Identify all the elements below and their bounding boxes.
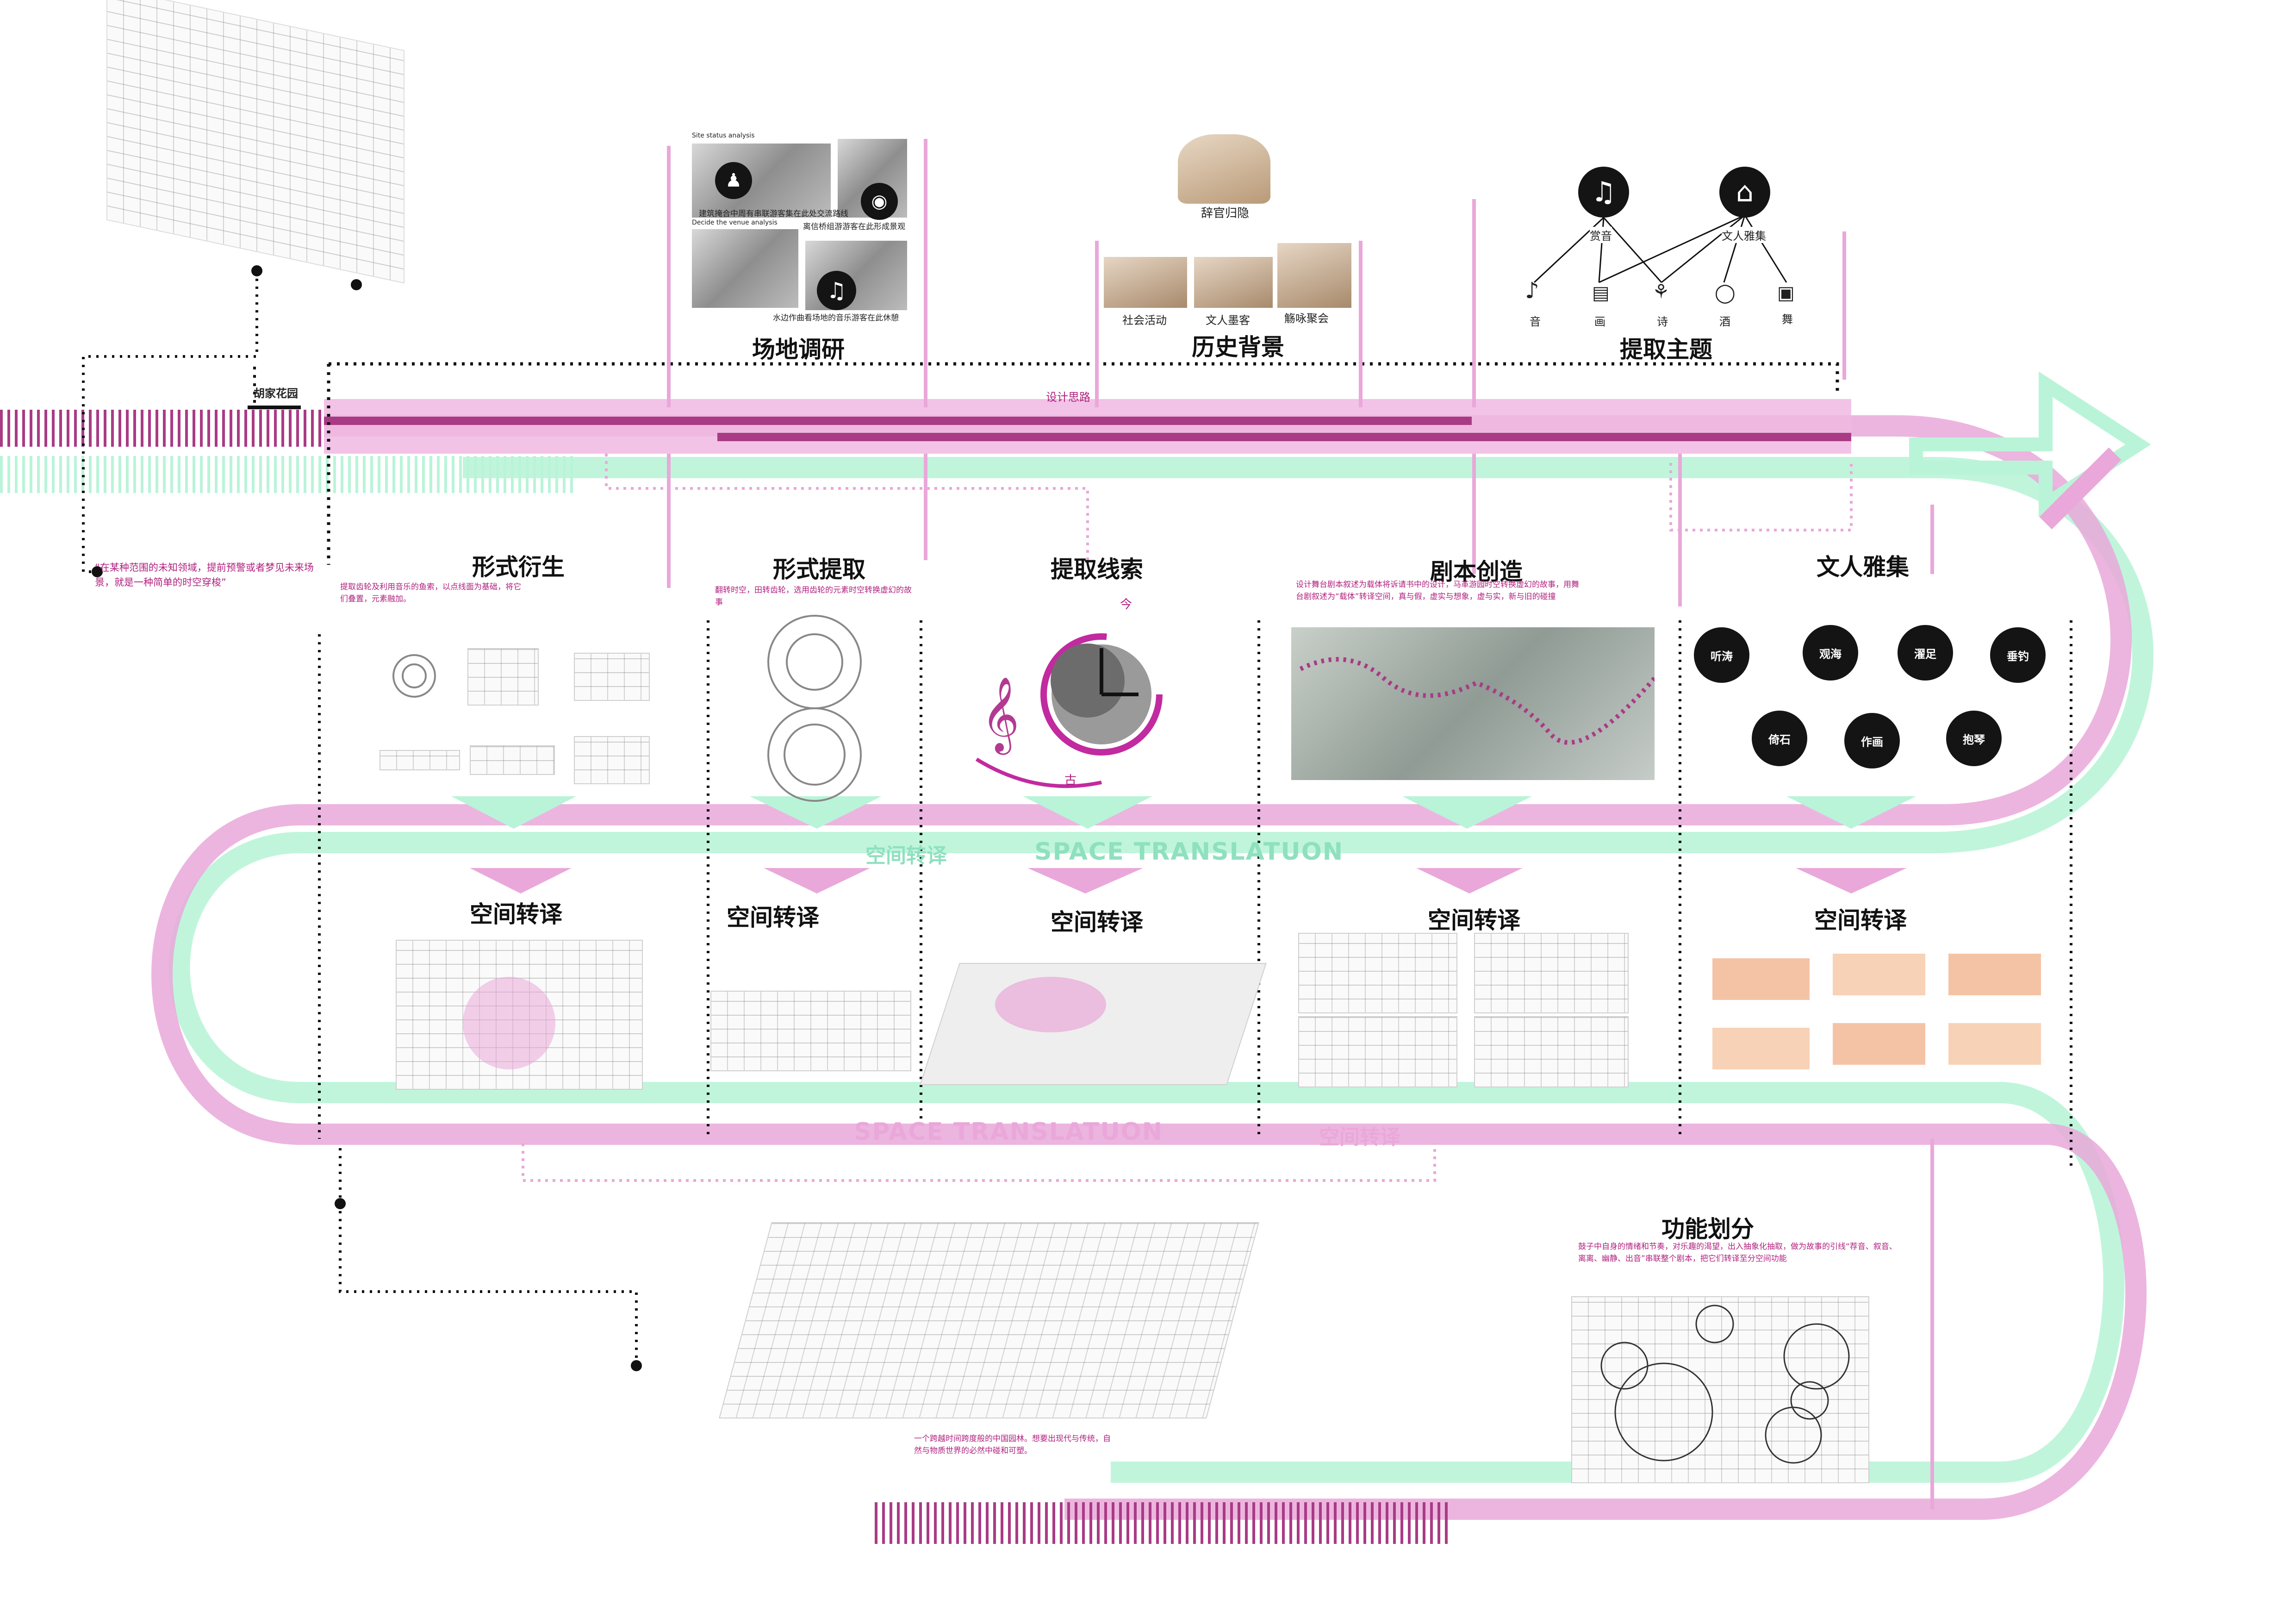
history-item-social: 社会活动 [1122,314,1167,327]
site-caption-en-1: Site status analysis [692,132,755,139]
barcode-magenta [0,410,321,447]
translation-axon-4c [1298,1016,1457,1087]
translation-plan-1-highlight [463,977,555,1069]
function-zones-overlay [1600,1305,1850,1464]
function-zoning-desc: 鼓子中自身的情绪和节奏，对乐趣的渴望，出入抽象化抽取，做为故事的引线“荐音、叙音… [1578,1242,1897,1263]
svg-text:𝄞: 𝄞 [981,676,1020,755]
site-caption-1: 建筑掩合中周有串联游客集在此处交流路线 [699,209,848,219]
activity-circle-3: 濯足 [1898,625,1953,681]
painting-leaf-icon: ▤ [1592,282,1610,304]
translation-axon-2 [710,991,911,1071]
translation-axon-3-highlight [995,977,1106,1032]
translation-axon-4d [1474,1016,1629,1087]
people-icon: ♟ [715,162,752,199]
stage-title-extract-theme: 提取主题 [1620,336,1712,363]
leaf-wine: 酒 [1719,315,1730,328]
script-scene-image [1291,627,1655,780]
pink-arrow-icon [2039,447,2122,530]
music-note-icon: ♫ [1578,167,1629,218]
scholar-label: 辞官归隐 [1201,206,1250,220]
activity-circle-2: 观海 [1803,625,1858,681]
clock-label-ancient: 古 [1064,774,1077,787]
clock-graphic: 𝄞 [975,633,1163,788]
scholar-figure-image [1178,134,1270,204]
master-plan-caption: 一个跨越时间跨度般的中国园林。想要出现代与传统，自然与物质世界的必然中碰和可塑。 [914,1434,1111,1455]
leaf-painting: 画 [1594,315,1605,328]
design-route-label: 设计思路 [1046,391,1090,404]
history-item-gathering: 觞咏聚会 [1284,312,1329,325]
translation-title-3: 空间转译 [1051,909,1143,936]
activity-circle-5: 倚石 [1752,711,1807,766]
site-caption-3: 水边作曲看场地的音乐游客在此休憩 [773,313,899,323]
poem-leaf-icon: ⚘ [1652,280,1670,303]
site-photo-3 [692,229,798,308]
space-translation-en-2: SPACE TRANSLATUON [854,1118,1164,1146]
translation-small-label-1: 空间转译 [865,844,947,868]
site-caption-en-2: Decide the venue analysis [692,219,778,226]
form-derivation-image-5 [574,736,650,784]
translation-axon-4b [1474,933,1629,1013]
site-caption-2: 离信桥组游游客在此形成景观 [803,222,905,231]
form-derivation-image-4 [470,745,555,775]
wine-leaf-icon: ◯ [1715,282,1736,304]
dance-leaf-icon: ▣ [1777,282,1795,304]
barcode-bottom [875,1502,1448,1544]
script-route-overlay [1299,657,1655,745]
form-derivation-image-2 [574,653,650,701]
activity-circle-1: 听涛 [1694,627,1749,683]
activity-circle-4: 垂钓 [1990,627,2046,683]
form-derivation-image-3 [380,750,460,770]
music-note-icon: ♫ [817,271,856,310]
history-scene-3 [1277,243,1351,308]
camera-icon: ◉ [861,183,898,220]
stage-title-site-research: 场地调研 [752,336,845,363]
translation-title-1: 空间转译 [470,901,562,928]
translation-title-5: 空间转译 [1814,907,1907,934]
master-plan-axonometric [719,1222,1259,1418]
topic-node-music: 赏音 [1590,227,1612,243]
history-scene-1 [1104,257,1187,308]
translation-small-label-2: 空间转译 [1319,1125,1400,1149]
function-zoning-title: 功能划分 [1661,1216,1754,1243]
stage-title-form-derivation: 形式衍生 [472,554,565,581]
site-photo-1 [692,144,831,218]
activity-circle-6: 作画 [1844,713,1900,768]
intro-quote: “在某种范围的未知领域，提前预警或者梦见未来场景，就是一种简单的时空穿梭” [95,562,314,588]
mint-route [168,457,2153,1483]
space-translation-en-1: SPACE TRANSLATUON [1034,838,1344,866]
translation-arrows [451,796,1916,893]
script-creation-desc: 设计舞台剧本叙述为载体将诉请书中的设计，马革游园时空转换虚幻的故事，用舞台剧叙述… [1296,580,1579,601]
translation-axon-4a [1298,933,1457,1013]
stage-title-script-creation: 剧本创造 [1430,558,1523,585]
barcode-mint [0,456,573,493]
clock-label-present: 今 [1120,598,1132,612]
activity-circle-7: 抱琴 [1946,711,2002,766]
pavilion-icon: ⌂ [1719,167,1770,218]
pink-route [151,415,2147,1520]
stage-title-form-extraction: 形式提取 [773,556,865,583]
form-derivation-desc: 提取齿轮及利用音乐的鱼索，以点线面为基础，将它们叠置，元素融加。 [340,582,521,604]
garden-label: 胡家花园 [254,387,298,400]
form-derivation-image-1 [467,648,539,706]
history-scene-2 [1194,257,1273,308]
music-note-leaf-icon: ♪ [1525,278,1539,304]
leaf-poem: 诗 [1657,315,1668,328]
topic-node-literati: 文人雅集 [1722,227,1766,243]
leaf-dance: 舞 [1782,313,1793,326]
translation-title-4: 空间转译 [1428,907,1520,934]
function-zoning-plan [1571,1296,1869,1483]
stage-title-history: 历史背景 [1192,334,1284,361]
gear-shapes [392,615,862,802]
translation-title-2: 空间转译 [727,904,819,931]
history-item-literati: 文人墨客 [1206,314,1250,327]
topic-tree-lines [1533,214,1787,283]
leaf-sound: 音 [1530,315,1541,328]
translation-axon-3 [920,963,1267,1085]
translation-models-5 [1703,940,2050,1079]
stage-title-literati-gathering: 文人雅集 [1817,554,1909,581]
stage-title-extract-clues: 提取线索 [1051,556,1143,583]
form-extraction-desc: 翻转时空，田转齿轮，选用齿轮的元素时空转换虚幻的故事 [715,586,912,607]
